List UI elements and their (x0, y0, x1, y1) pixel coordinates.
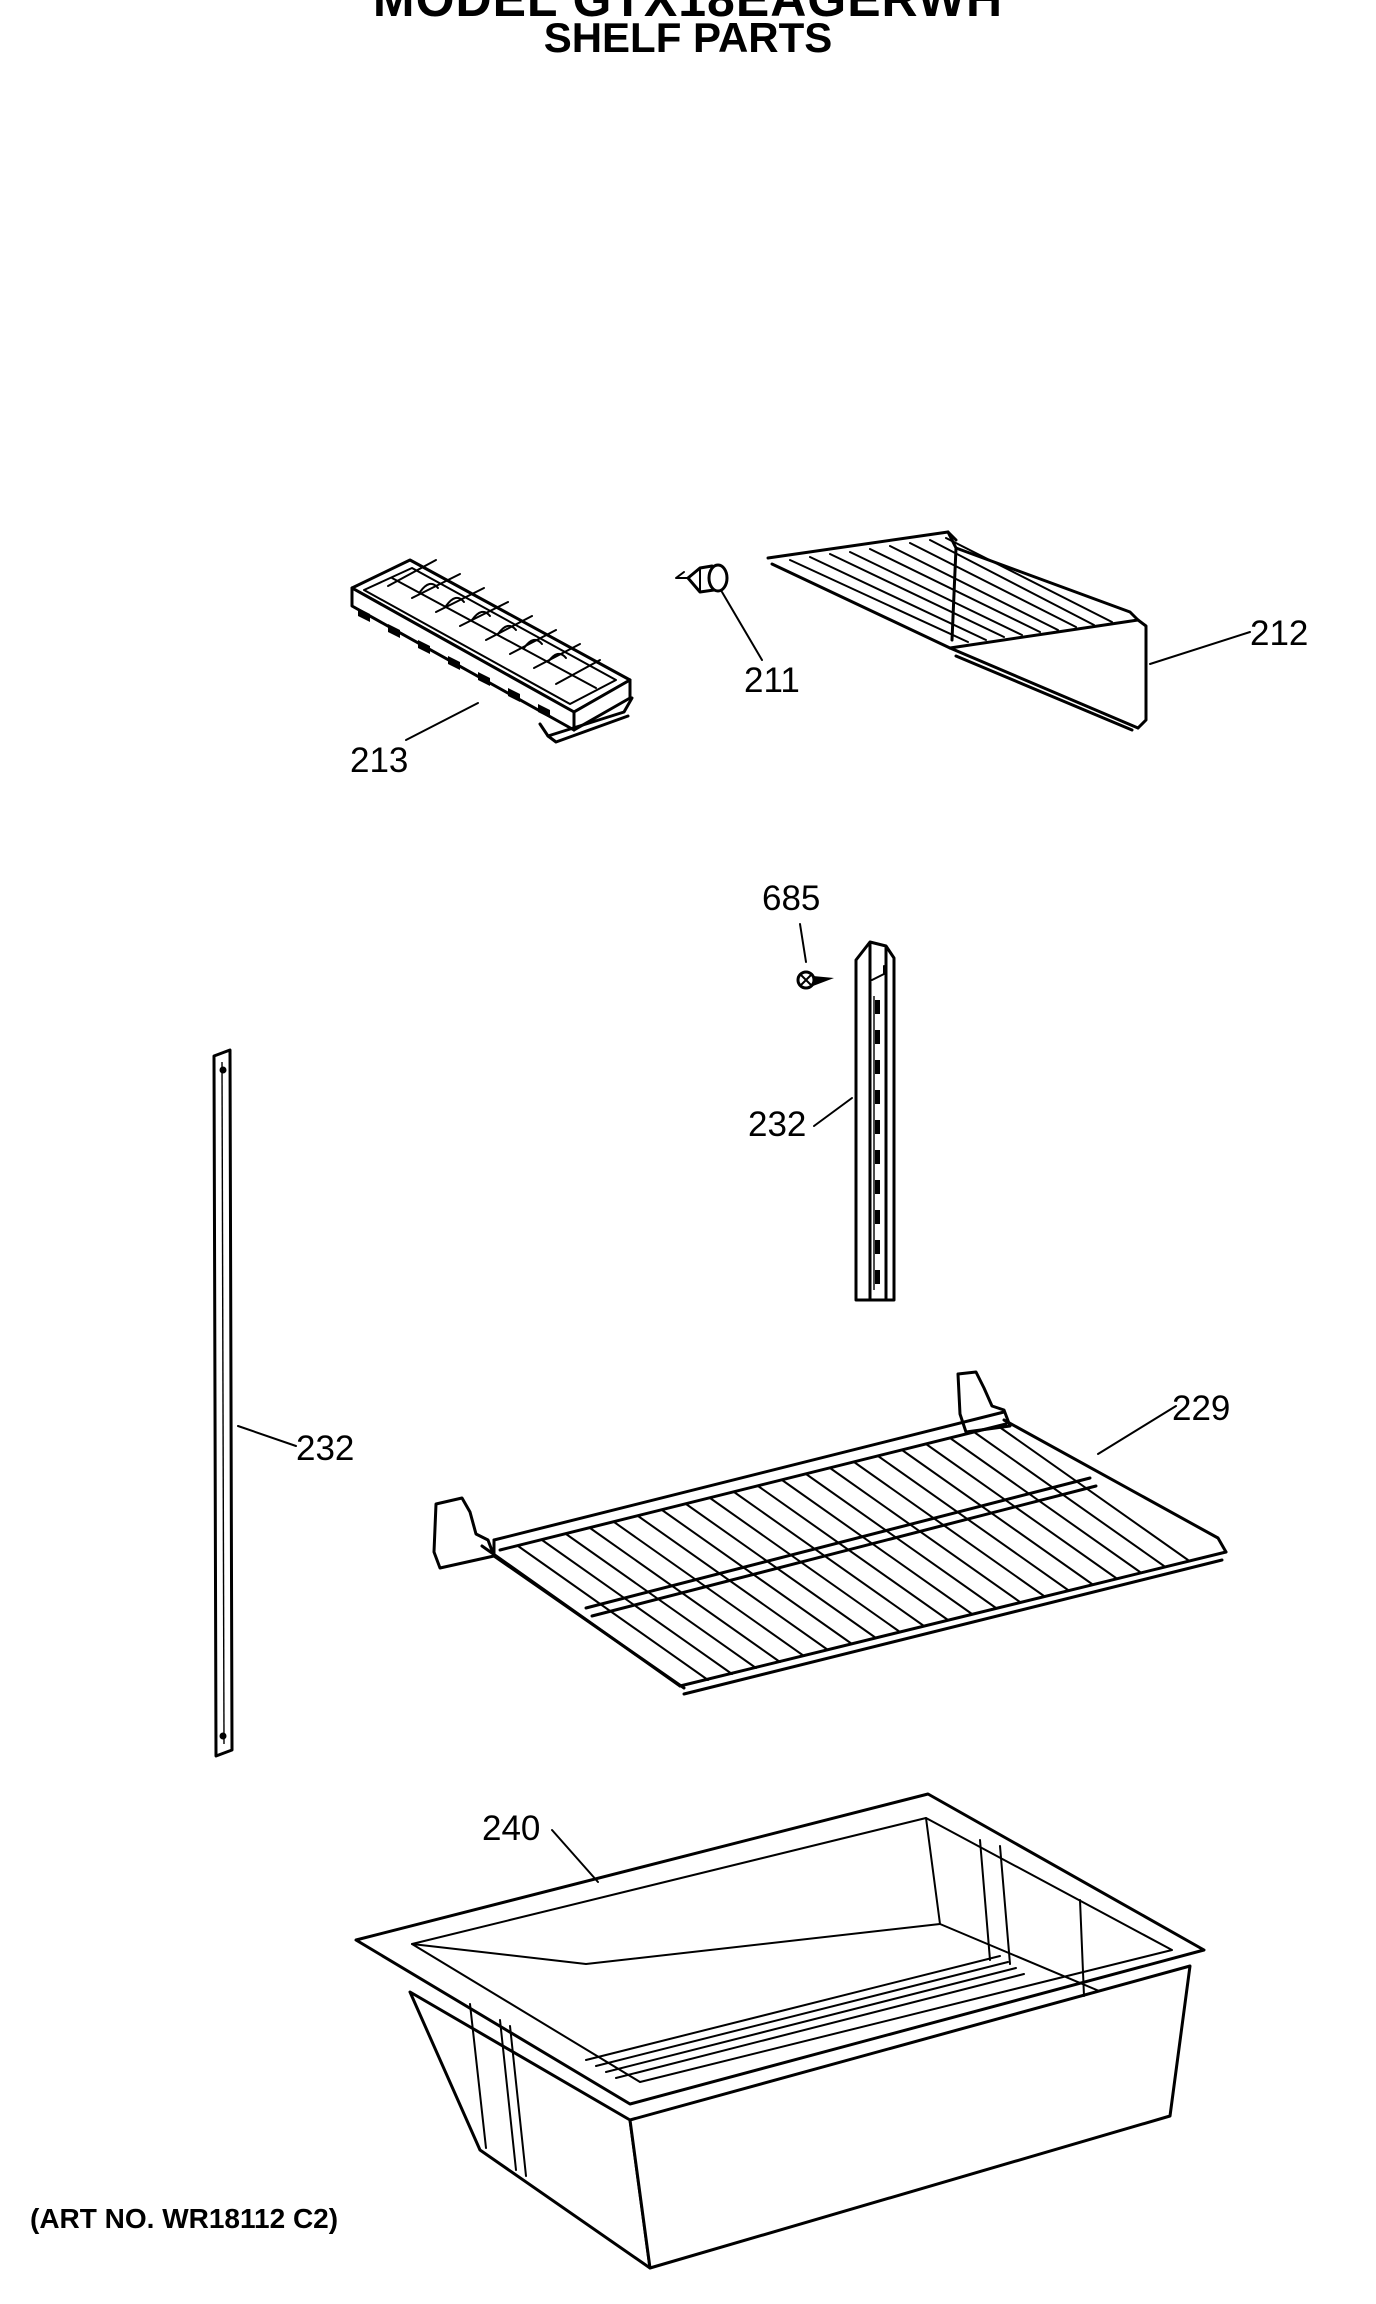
fresh-food-shelf-part (432, 1370, 1228, 1696)
shelf-support-right-part (854, 940, 896, 1302)
shelf-support-left-part (212, 1048, 234, 1758)
leader-line-213 (405, 702, 479, 741)
leader-line-240 (551, 1829, 599, 1883)
leader-line-685 (799, 923, 807, 963)
leader-line-232-left (237, 1425, 297, 1447)
freezer-shelf-part (766, 530, 1148, 732)
callout-240: 240 (482, 1809, 540, 1848)
model-title: MODEL GTX18EAGERWH (0, 0, 1376, 28)
callout-229: 229 (1172, 1389, 1230, 1428)
callout-232-right: 232 (748, 1105, 806, 1144)
ice-tray-part (350, 558, 634, 744)
section-title: SHELF PARTS (543, 14, 833, 61)
shelf-stud-part (675, 563, 729, 594)
callout-232-left: 232 (296, 1429, 354, 1468)
art-number: (ART NO. WR18112 C2) (30, 2203, 339, 2234)
screw-part (796, 970, 834, 990)
leader-line-212 (1149, 631, 1251, 665)
callout-213: 213 (350, 741, 408, 780)
callout-685: 685 (762, 879, 820, 918)
leader-line-229 (1097, 1405, 1177, 1455)
callout-211: 211 (744, 661, 800, 700)
leader-line-211 (721, 591, 763, 661)
crisper-pan-part (354, 1792, 1206, 2270)
callout-212: 212 (1250, 614, 1308, 653)
leader-line-232-right (813, 1097, 853, 1127)
